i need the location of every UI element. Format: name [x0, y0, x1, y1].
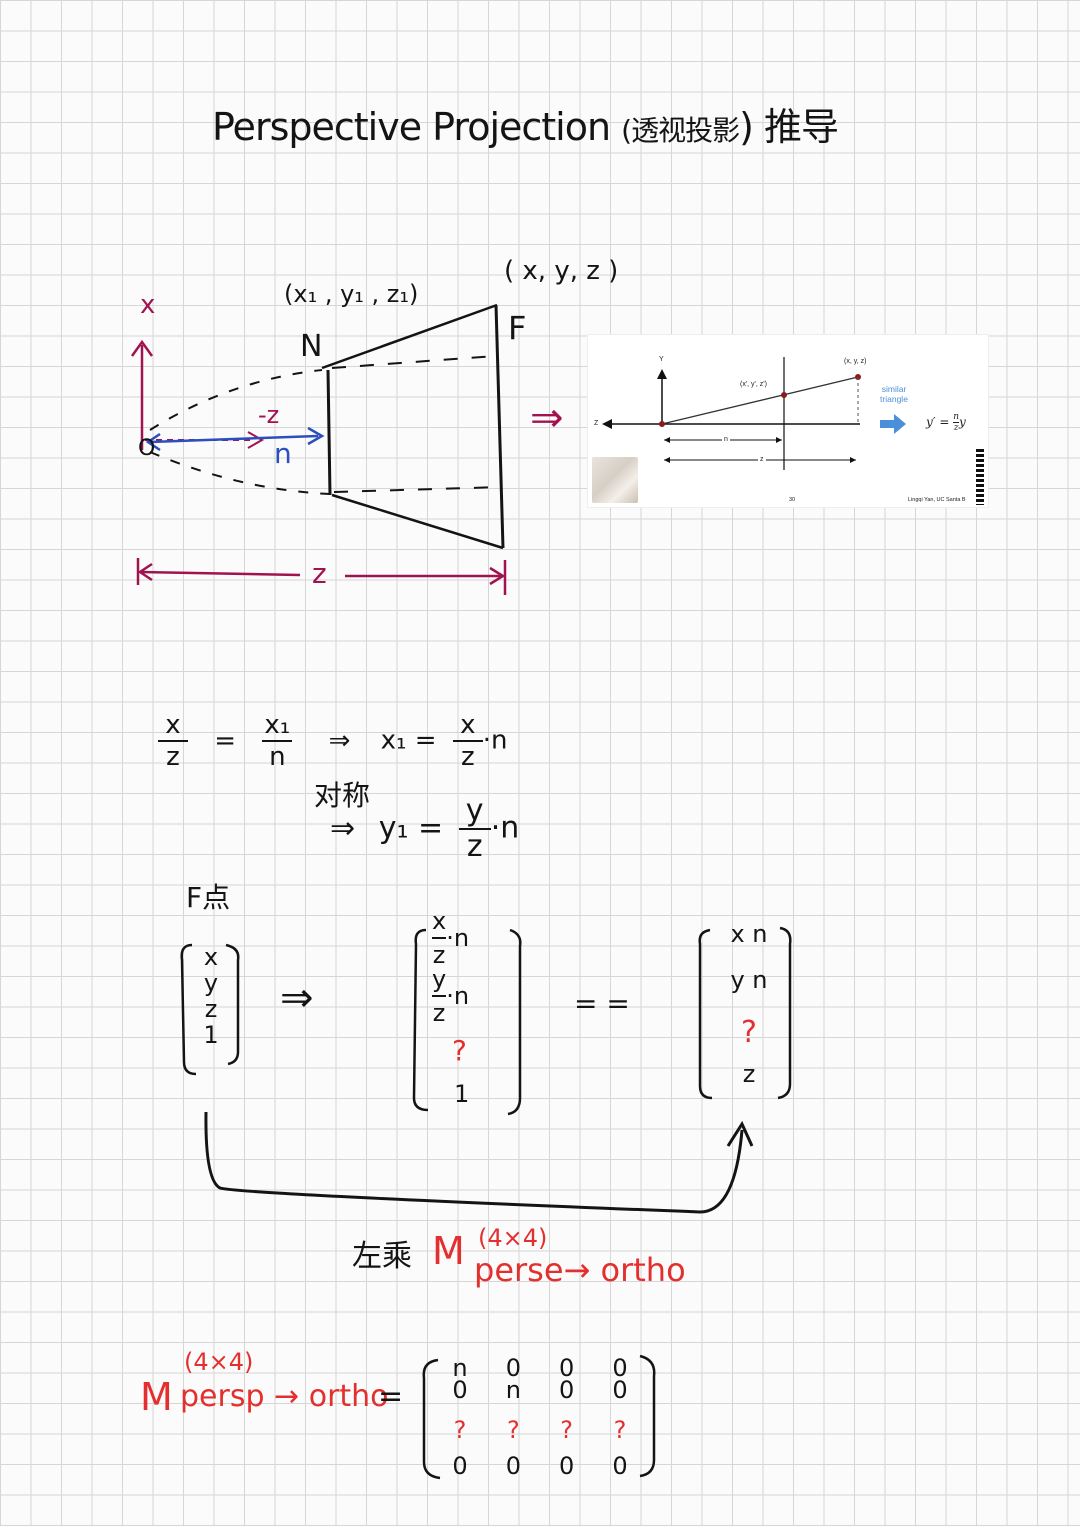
matrix-equals: = — [378, 1379, 404, 1414]
symmetric-note: 对称 — [314, 779, 371, 812]
slide-page-number: 30 — [789, 497, 796, 503]
left-multiply-matrix-symbol: M — [432, 1229, 465, 1273]
similar-triangle-ratio: x z = x₁ n ⇒ x₁ = x z ·n — [158, 712, 508, 770]
slide-near-point-label: (x', y', z') — [740, 381, 767, 388]
slide-far-point-label: (x, y, z) — [844, 358, 867, 365]
near-point-label: (x₁ , y₁ , z₁) — [284, 280, 419, 308]
matrix-symbol: M — [140, 1375, 173, 1419]
neg-z-label: -z — [258, 401, 280, 429]
title-paren-open: ( — [621, 114, 632, 147]
slide-z-axis-label: Z — [594, 420, 599, 427]
y1-derivation: ⇒ y₁ = y z ·n — [330, 793, 520, 864]
title-suffix: 推导 — [764, 105, 839, 149]
far-plane-label: F — [508, 309, 527, 347]
f-point-label: F点 — [186, 881, 231, 914]
z-dimension-label: z — [312, 557, 327, 590]
slide-n-dimension: n — [722, 436, 730, 443]
implies-arrow: ⇒ — [530, 395, 564, 441]
similar-triangle-label: similar triangle — [880, 384, 908, 404]
vector-scaled: x n y n ? z — [730, 920, 768, 1088]
slide-z-dimension: z — [758, 456, 766, 463]
slide-y-axis-label: Y — [659, 356, 664, 363]
page-title: Perspective Projection (透视投影) 推导 — [212, 105, 839, 149]
left-multiply-subscript: perse→ ortho — [474, 1251, 686, 1289]
lecture-slide-snippet: Y Z (x', y', z') (x, y, z) n z similar t… — [588, 335, 988, 507]
far-point-label: ( x, y, z ) — [504, 256, 619, 286]
x-axis-label: x — [140, 290, 156, 320]
double-equals: = = — [574, 987, 630, 1020]
similar-triangle-diagram — [602, 357, 906, 470]
slide-qr-code — [976, 449, 984, 505]
title-paren-close: ) — [739, 105, 754, 149]
vector-implies: ⇒ — [280, 975, 314, 1021]
left-multiply-superscript: (4×4) — [478, 1224, 548, 1252]
near-plane-label: N — [300, 329, 323, 364]
projection-matrix: n 0 0 0 0 n 0 0 ? ? ? ? 0 0 0 0 — [452, 1354, 628, 1480]
title-main: Perspective Projection — [212, 105, 611, 149]
title-chinese: 透视投影 — [631, 114, 740, 147]
slide-formula: y′ = n z y — [926, 412, 966, 433]
origin-label: O — [138, 436, 156, 461]
slide-presenter-thumbnail — [592, 457, 638, 503]
n-label: n — [274, 437, 292, 470]
matrix-superscript: (4×4) — [184, 1348, 254, 1376]
matrix-subscript: persp → ortho — [180, 1379, 389, 1414]
left-multiply-label: 左乘 — [352, 1239, 412, 1274]
vector-f-homogeneous: x y z 1 — [203, 943, 219, 1049]
slide-credit: Lingqi Yan, UC Santa B — [908, 497, 966, 503]
